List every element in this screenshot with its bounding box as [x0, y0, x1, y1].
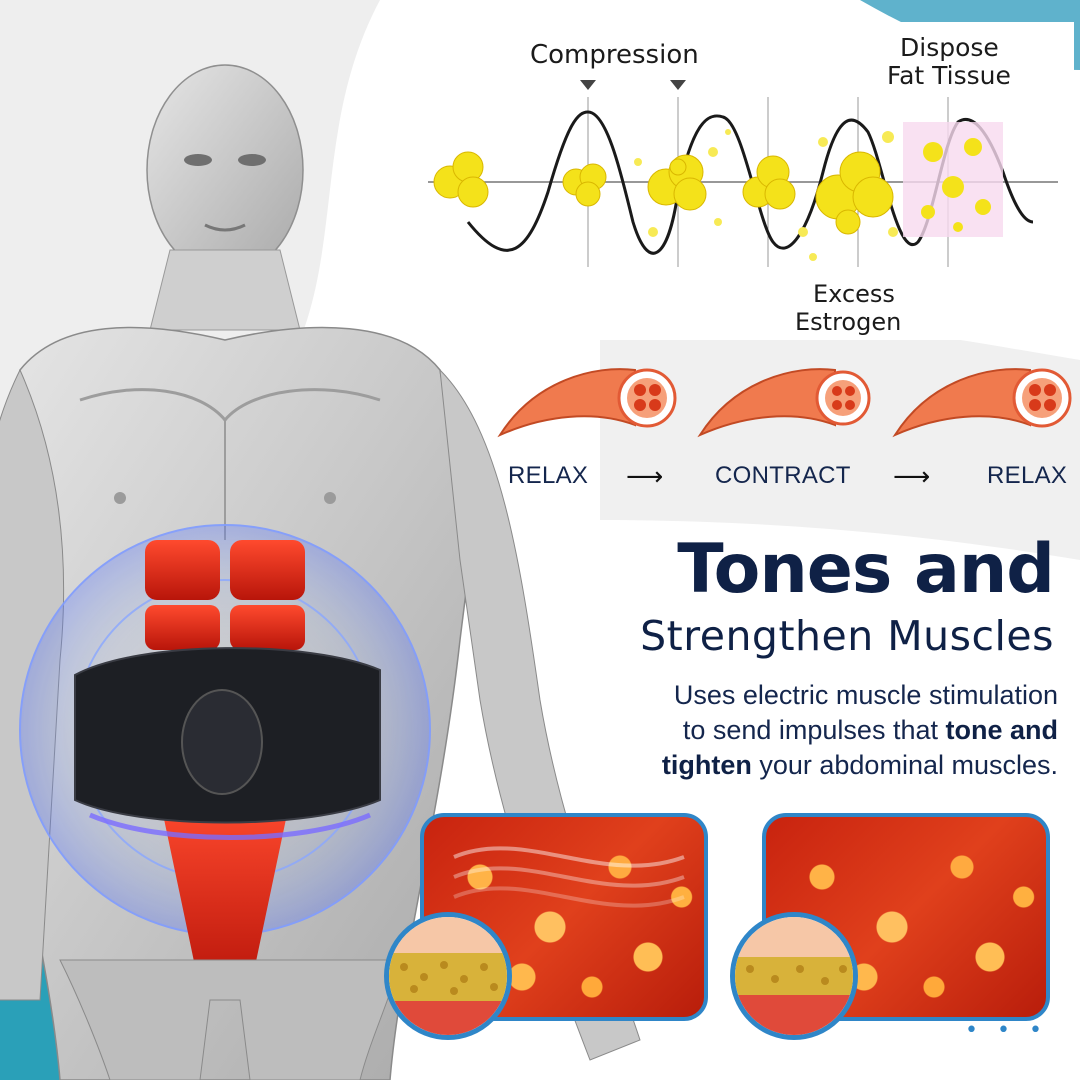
waves-overlay: [453, 846, 685, 908]
muscle-fiber-contract: [697, 368, 871, 438]
headline: Tones and: [677, 530, 1055, 609]
step-relax-label: RELAX: [508, 462, 589, 489]
body-text-bold: tone and: [945, 715, 1059, 745]
subheadline: Strengthen Muscles: [640, 612, 1054, 660]
body-text-segment: your abdominal muscles.: [751, 750, 1058, 780]
step-contract-label: CONTRACT: [715, 462, 851, 489]
fat-cells: [433, 151, 894, 235]
excess-label-line2: Estrogen: [795, 308, 902, 336]
skin-layer-inset-before: [384, 912, 512, 1040]
compression-label: Compression: [530, 40, 699, 70]
body-text-line3: tighten your abdominal muscles.: [662, 752, 1058, 779]
compression-marker: [580, 80, 596, 90]
excess-label-line1: Excess: [813, 280, 895, 308]
muscle-fiber-relax-2: [892, 368, 1072, 438]
belt-controller: [181, 689, 263, 795]
head: [146, 64, 304, 276]
skin-layer-inset-after: [730, 912, 858, 1040]
fat-wave-diagram: Compression Dispose Fat Tissue Excess Es…: [428, 22, 1074, 340]
compression-marker: [670, 80, 686, 90]
wave-svg: [428, 80, 1058, 267]
body-text-segment: to send impulses that: [682, 715, 946, 745]
decorative-dots: • • •: [965, 1018, 1048, 1043]
body-text-line2: to send impulses that tone and: [683, 717, 1058, 744]
muscle-fibers: [497, 368, 1072, 438]
human-figure: [0, 64, 641, 1080]
muscle-fiber-relax-1: [497, 368, 677, 438]
step-relax-label: RELAX: [987, 462, 1068, 489]
disposed-fat: [921, 138, 991, 232]
abdominal-muscles: [145, 540, 305, 990]
dispose-label-line1: Dispose: [900, 33, 999, 62]
fat-particles: [634, 129, 898, 261]
body-text-line1: Uses electric muscle stimulation: [673, 680, 1058, 710]
dispose-label-line2: Fat Tissue: [887, 61, 1011, 90]
arrow-right-icon: ⟶: [893, 462, 931, 492]
neck: [149, 249, 301, 331]
arrow-right-icon: ⟶: [626, 462, 664, 492]
body-text-bold: tighten: [661, 750, 752, 780]
